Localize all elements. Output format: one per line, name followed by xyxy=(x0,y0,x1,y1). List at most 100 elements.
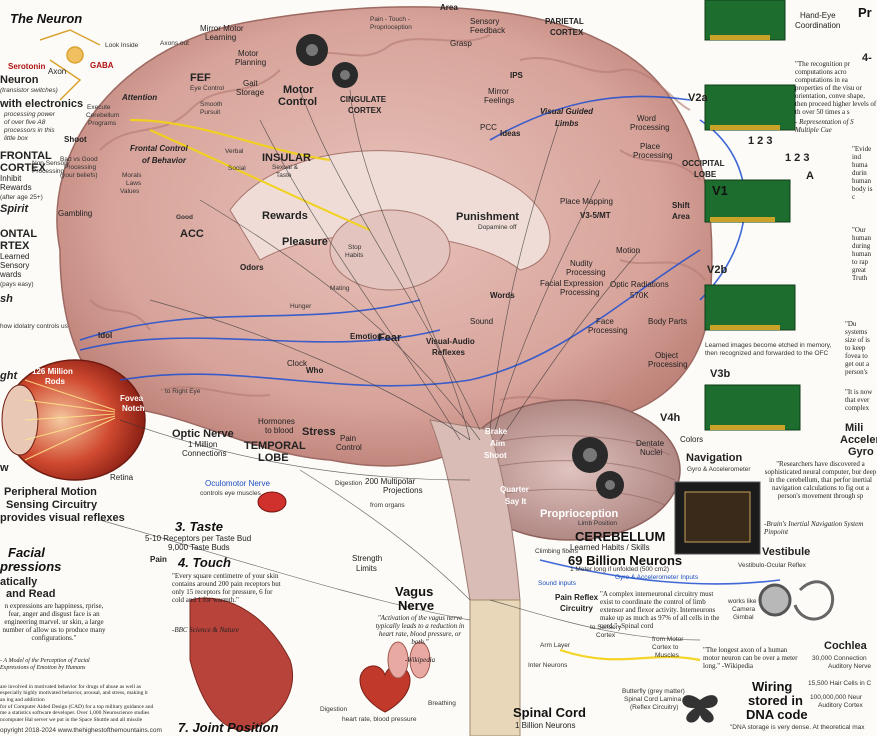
oculomotor-label: Oculomotor Nerve xyxy=(205,479,270,488)
brake-label: Brake xyxy=(485,427,508,436)
navigation-source: -Brain's Inertial Navigation System Pinp… xyxy=(764,520,864,537)
climbing-fibers-label: Climbing fibers xyxy=(535,548,578,555)
thalamus xyxy=(329,209,451,291)
joint-position-title: 7. Joint Position xyxy=(178,720,279,735)
execute-label: Execute xyxy=(87,104,111,111)
from-organs-label: from organs xyxy=(370,502,405,509)
lobe-label: LOBE xyxy=(258,452,289,464)
sensing-label: Sensing Circuitry xyxy=(6,499,98,511)
frontal-cortex-label: FRONTAL xyxy=(0,150,52,162)
attention-label: Attention xyxy=(122,93,158,102)
v2b-label: V2b xyxy=(707,264,728,276)
body-parts-label: Body Parts xyxy=(648,317,688,326)
connections-label: 1 Million xyxy=(188,440,218,449)
sensory-feedback-label: Sensory xyxy=(470,17,500,26)
tongue xyxy=(257,491,287,513)
multipolar-label: 200 Multipolar xyxy=(365,477,416,486)
facial-expression-label: Facial Expression xyxy=(540,279,604,288)
from-motor-label: from Motor xyxy=(652,636,684,643)
facial-note: are involved in motivated behavior for d… xyxy=(0,684,148,703)
proprioception-2-label: Proprioception xyxy=(540,508,619,520)
habits-label: Habits xyxy=(345,252,364,259)
v3-5-mt-label: V3-5/MT xyxy=(580,211,611,220)
processor-boards xyxy=(704,0,801,431)
butterfly-label: Butterfly (grey matter) xyxy=(622,688,685,695)
peripheral-label: Peripheral Motion xyxy=(4,486,97,498)
recognition-quote: "The recognition pr computations acro co… xyxy=(795,60,877,117)
navigation-label: Navigation xyxy=(686,452,743,464)
optic-nerve-label: Optic Nerve xyxy=(172,428,234,440)
pleasure-label: Pleasure xyxy=(282,236,328,248)
meter-long-label: 1 Meter long if unfolded (500 cm2) xyxy=(570,566,669,573)
say-it-label: Say It xyxy=(505,497,527,506)
facial-processing-label: Processing xyxy=(560,288,600,297)
neuron-label: Neuron xyxy=(0,74,39,86)
parietal-cortex-label: CORTEX xyxy=(550,28,584,37)
connections-30k-label: 30,000 Connection xyxy=(812,655,867,662)
look-inside-label: Look Inside xyxy=(105,42,139,49)
digits-label: 1 2 3 xyxy=(748,135,773,147)
arm-layer-label: Arm Layer xyxy=(540,642,570,649)
controls-eye-label: controls eye muscles xyxy=(200,490,261,497)
ideas-label: Ideas xyxy=(500,129,521,138)
planning-label: Planning xyxy=(235,58,267,67)
word-label: Word xyxy=(637,114,656,123)
atically-label: atically xyxy=(0,576,38,588)
good-label: Good xyxy=(176,214,193,221)
it-is-now-quote: "It is now that ever complex xyxy=(845,388,873,413)
touch-source: -BBC Science & Nature xyxy=(172,626,239,634)
frontal-control-label: Frontal Control xyxy=(130,144,188,153)
vagus-title: Vagus xyxy=(395,584,434,599)
facial-title: Facial xyxy=(8,545,45,560)
shoot-2-label: Shoot xyxy=(484,451,507,460)
expressions-title: pressions xyxy=(0,559,62,574)
fear-label: Fear xyxy=(378,332,402,344)
vagus-source: -Wikipedia xyxy=(404,656,436,664)
stop-label: Stop xyxy=(348,244,362,251)
place-processing-label: Processing xyxy=(633,151,673,160)
pr-label: Pr xyxy=(858,5,872,20)
spinal-lamina-icon xyxy=(682,695,718,723)
camera-label: Camera xyxy=(732,606,756,613)
cortex-3-label: Cortex xyxy=(596,632,616,639)
shoot-label: Shoot xyxy=(64,135,87,144)
pain-label: Pain xyxy=(150,555,167,564)
rewards-2-label: wards xyxy=(0,270,22,279)
bad-good-label: Bad vs Good xyxy=(60,156,98,163)
v2a-label: V2a xyxy=(688,92,708,104)
grasp-label: Grasp xyxy=(450,39,472,48)
eye-control-label: Eye Control xyxy=(190,85,224,92)
heart-rate-label: heart rate, blood pressure xyxy=(342,716,417,723)
dopamine-off-label: Dopamine off xyxy=(478,224,517,231)
fovea-label: Fovea xyxy=(120,394,144,403)
hunger-label: Hunger xyxy=(290,303,312,310)
pcc-label: PCC xyxy=(480,123,497,132)
copyright-text: for of Computer Aided Design (CAD) for a… xyxy=(0,704,154,723)
sound-inputs-label: Sound inputs xyxy=(538,580,576,587)
place-mapping-label: Place Mapping xyxy=(560,197,613,206)
auditory-cortex-label: Auditory Cortex xyxy=(818,702,863,709)
vestibulo-ocular-label: Vestibulo-Ocular Reflex xyxy=(738,562,806,569)
breathing-label: Breathing xyxy=(428,700,456,707)
researchers-quote: "Researchers have discovered a sophistic… xyxy=(764,460,877,501)
cerebellum-label: CEREBELLUM xyxy=(575,529,666,544)
sexual-label: Sexual & xyxy=(272,164,299,171)
taste-label: Taste xyxy=(276,172,292,179)
lung-left xyxy=(387,641,409,679)
gyro-label: Gyro xyxy=(848,446,874,458)
v4h-label: V4h xyxy=(660,412,681,424)
rewards-label: Rewards xyxy=(262,210,308,222)
projections-label: Projections xyxy=(383,486,423,495)
taste-receptors-label: 5-10 Receptors per Taste Bud xyxy=(145,534,252,543)
processing-power-label: processing power xyxy=(4,111,55,118)
vagus-quote: "Activation of the vagus nerve typically… xyxy=(375,614,465,647)
billion-neurons-label: 69 Billion Neurons xyxy=(568,553,683,568)
four-label: 4- xyxy=(862,52,872,64)
evidence-quote: "Evide ind huma durin human body is c xyxy=(852,145,873,202)
cerebellum-programs-label: Cerebellum xyxy=(86,112,120,119)
copyright-url: opyright 2018-2024 www.thehighestofthemo… xyxy=(0,727,162,734)
lung-right xyxy=(409,641,431,679)
beliefs-label: (your beliefs) xyxy=(60,172,98,179)
vestibule-cochlea xyxy=(758,580,835,621)
parietal-label: PARIETAL xyxy=(545,17,584,26)
